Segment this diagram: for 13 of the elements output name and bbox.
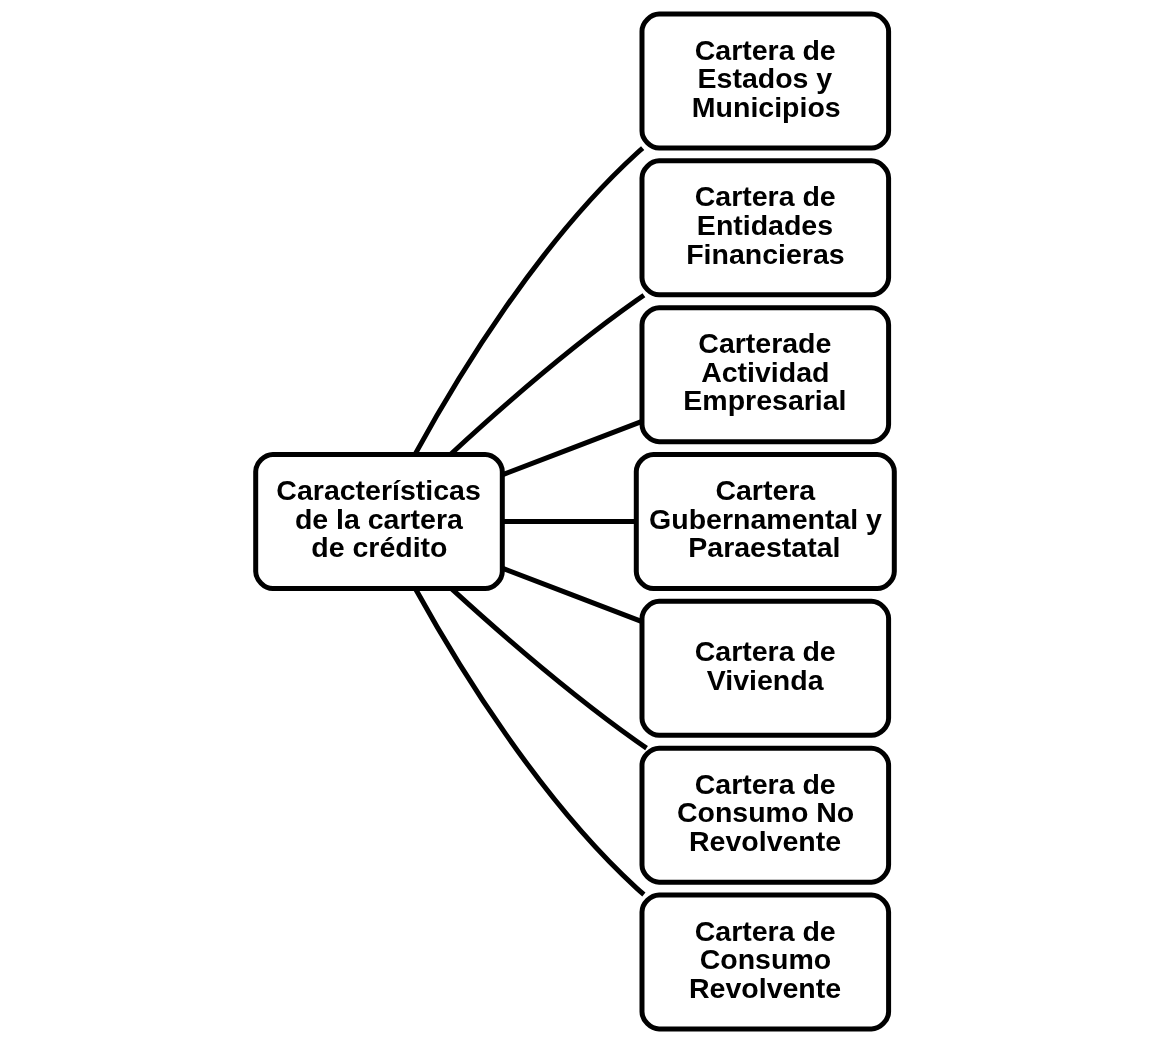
- node-box: Cartera de Consumo No Revolvente: [639, 745, 891, 885]
- connector: [412, 146, 644, 456]
- node-box: Cartera de Estados y Municipios: [639, 11, 891, 151]
- node-box: Características de la cartera de crédito: [252, 452, 505, 591]
- node-box: Cartera de Vivienda: [639, 598, 891, 738]
- node-box: Cartera de Consumo Revolvente: [639, 892, 891, 1032]
- node-box: Cartera de Entidades Financieras: [639, 158, 891, 298]
- connector: [501, 419, 642, 477]
- connector: [412, 587, 645, 897]
- connector: [502, 519, 636, 524]
- node-box: Carterade Actividad Empresarial: [639, 305, 891, 445]
- connector: [501, 566, 642, 624]
- node-box: Cartera Gubernamental y Paraestatal: [633, 452, 897, 591]
